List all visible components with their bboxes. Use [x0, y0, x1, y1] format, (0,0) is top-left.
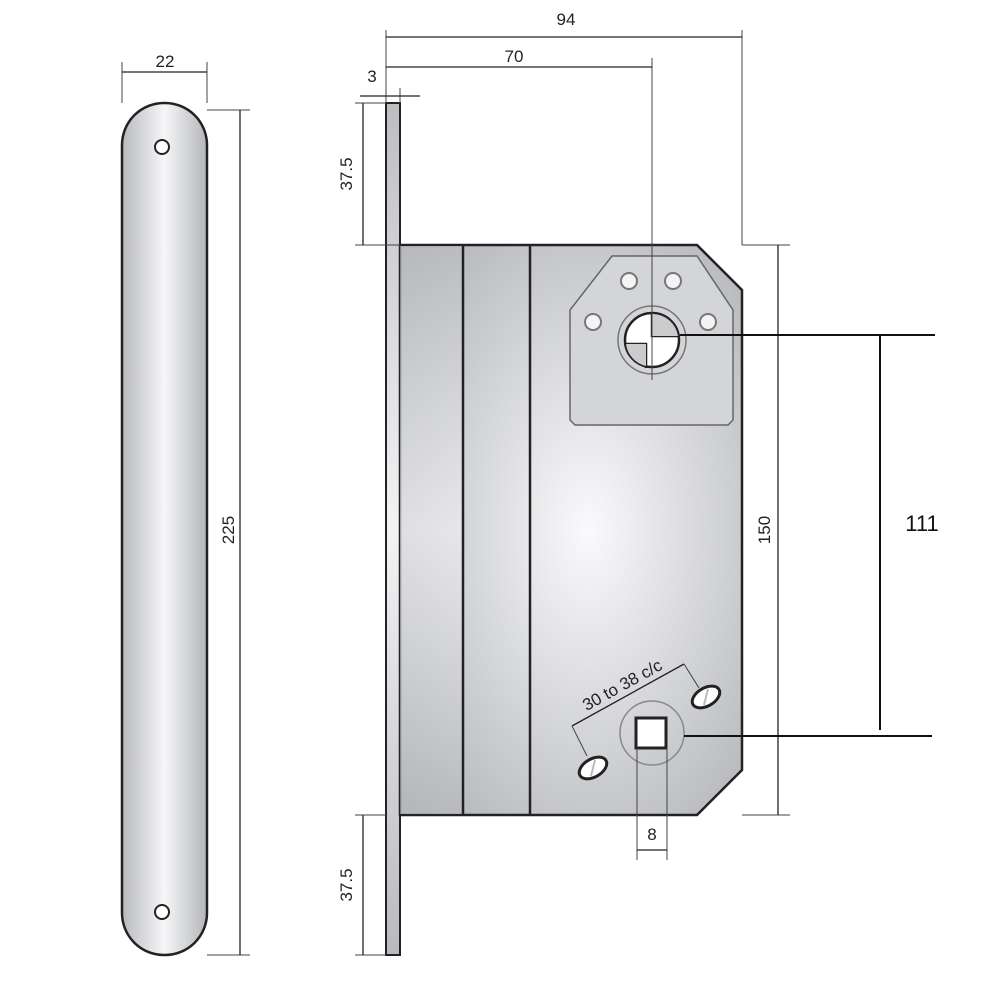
- face-plate: [120, 101, 209, 957]
- dim-top-offset: 37.5: [337, 102, 400, 246]
- dim-label-37-5-top: 37.5: [337, 157, 356, 190]
- dim-label-225: 225: [219, 516, 238, 544]
- dim-plate-width: 22: [121, 52, 208, 103]
- fixing-hole-icon: [664, 272, 682, 290]
- dim-case-height: 150: [742, 244, 790, 816]
- screw-hole-icon: [154, 904, 170, 920]
- dim-label-3: 3: [367, 67, 376, 86]
- face-plate-body: [120, 101, 209, 957]
- fixing-hole-icon: [620, 272, 638, 290]
- forend: [385, 102, 401, 956]
- dim-case-depth: 94: [385, 10, 743, 245]
- slot-hole-icon: [577, 755, 609, 781]
- dim-label-70: 70: [505, 47, 524, 66]
- dim-label-111: 111: [905, 511, 938, 536]
- dim-bottom-offset: 37.5: [337, 814, 386, 956]
- dim-label-150: 150: [755, 516, 774, 544]
- spindle-hole-icon: [634, 716, 668, 750]
- dim-backset: 70: [386, 47, 653, 380]
- dim-plate-length: 225: [207, 109, 250, 956]
- dim-label-8: 8: [647, 825, 656, 844]
- fixing-hole-icon: [699, 313, 717, 331]
- dim-centre-distance: 111: [680, 334, 939, 737]
- dim-label-94: 94: [557, 10, 576, 29]
- fixing-hole-icon: [584, 313, 602, 331]
- dim-label-37-5-bottom: 37.5: [337, 868, 356, 901]
- lock-case: [385, 102, 744, 956]
- dim-spindle: 8: [636, 748, 668, 860]
- dim-forend-thickness: 3: [360, 67, 420, 103]
- dim-label-22: 22: [156, 52, 175, 71]
- slot-hole-icon: [690, 684, 722, 710]
- screw-hole-icon: [154, 139, 170, 155]
